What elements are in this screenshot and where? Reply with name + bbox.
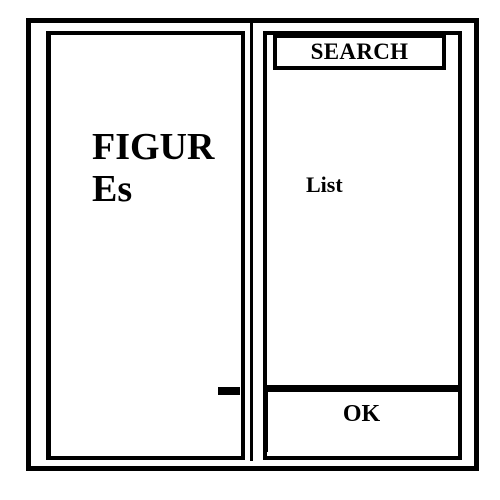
list-label: List: [306, 172, 343, 197]
search-box[interactable]: SEARCH: [273, 34, 446, 70]
list-area[interactable]: [270, 74, 454, 384]
ok-button[interactable]: OK: [342, 400, 381, 427]
figures-panel-handle[interactable]: [218, 387, 240, 395]
ok-button-edge: [264, 392, 268, 452]
list-footer-divider: [266, 385, 458, 392]
panel-divider: [250, 23, 253, 461]
figures-label: FIGUR Es: [92, 126, 215, 210]
figures-panel[interactable]: [46, 31, 245, 460]
